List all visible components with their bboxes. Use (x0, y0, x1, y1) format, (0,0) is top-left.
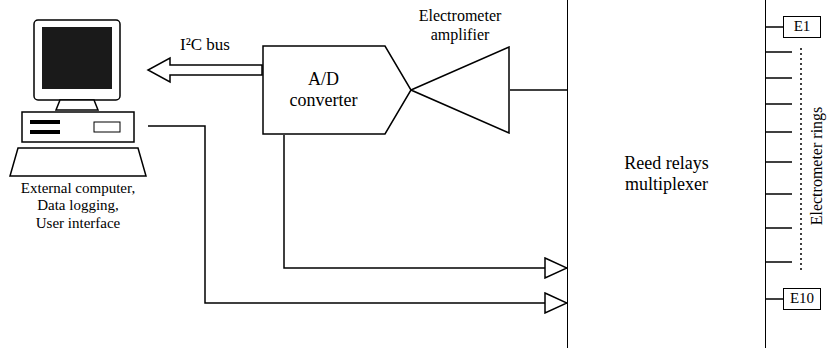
computer-node: External computer,Data logging,User inte… (8, 18, 148, 232)
node-label: External computer, (8, 180, 148, 197)
ring-box: E1 (783, 16, 821, 38)
bus-arrow (148, 58, 262, 82)
ring-wire (766, 193, 792, 195)
bus-label: I²C bus (180, 36, 230, 55)
ellipsis-dots (800, 48, 802, 270)
node-label: User interface (8, 215, 148, 232)
signal-line (766, 26, 783, 28)
ring-wire (766, 131, 792, 133)
node-label: Data logging, (8, 197, 148, 214)
node-label: E1 (794, 18, 811, 35)
ring-wire (766, 77, 792, 79)
signal-line (510, 89, 567, 91)
signal-line (766, 298, 783, 300)
ring-box: E10 (783, 288, 821, 310)
computer-icon (8, 18, 148, 180)
ring-wire (766, 161, 792, 163)
signal-line (284, 135, 567, 268)
ring-wire (766, 51, 792, 53)
amplifier-symbol (410, 46, 510, 134)
multiplexer-box: Reed relays multiplexer (567, 0, 766, 348)
signal-line (148, 126, 567, 303)
node-label: E10 (790, 290, 814, 307)
rings-label: Electrometer rings (808, 107, 826, 226)
amplifier-triangle: Electrometer amplifier (410, 4, 510, 134)
node-label: Reed relays multiplexer (611, 153, 723, 194)
amplifier-label: Electrometer amplifier (410, 4, 510, 44)
ring-wire (766, 261, 792, 263)
ring-wire (766, 103, 792, 105)
node-label: A/D converter (278, 69, 370, 110)
converter-block: A/D converter (262, 45, 412, 135)
ring-wire (766, 227, 792, 229)
